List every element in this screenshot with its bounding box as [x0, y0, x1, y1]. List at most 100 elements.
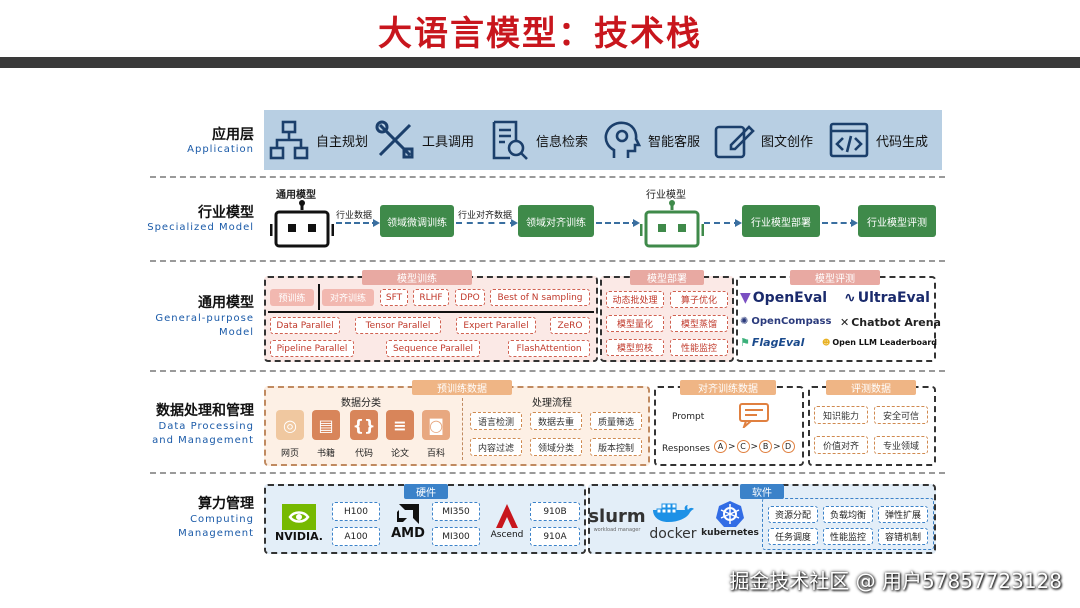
edit-icon: [714, 125, 755, 159]
align-data-panel: [654, 386, 804, 466]
sw-item: 任务调度: [768, 528, 818, 545]
amd-logo: AMD: [386, 502, 430, 548]
amd-arrow-icon: [397, 504, 419, 524]
kubernetes-logo: kubernetes: [701, 500, 759, 538]
prompt-label: Prompt: [672, 412, 705, 422]
chatbot-arena-text: Chatbot Arena: [851, 316, 941, 329]
document-search-icon: [492, 120, 528, 160]
layer-label-general-en1: General-purpose: [155, 313, 254, 324]
sft-chip: SFT: [380, 289, 408, 306]
separator: [150, 176, 945, 178]
layer-label-general: 通用模型: [198, 295, 254, 311]
process-item: 质量筛选: [590, 412, 642, 430]
rank-item: C: [736, 440, 750, 453]
open-llm-leaderboard-text: Open LLM Leaderboard: [832, 338, 938, 347]
align-chip: 对齐训练: [322, 289, 374, 306]
deploy-item: 模型蒸馏: [670, 315, 728, 332]
layer-label-compute-en1: Computing: [190, 514, 254, 525]
separator: [150, 370, 945, 372]
app-label: 智能客服: [648, 134, 701, 150]
code-file-icon: {}: [350, 410, 378, 440]
flow-arrow: [704, 219, 742, 227]
process-item: 领域分类: [530, 438, 582, 456]
pipeline-parallel-chip: Pipeline Parallel: [270, 340, 354, 357]
process-item: 版本控制: [590, 438, 642, 456]
category-label: 百科: [426, 449, 445, 459]
slurm-sub-text: workload manager: [593, 527, 641, 533]
layer-label-data-en2: and Management: [152, 435, 254, 446]
eval-data-title: 评测数据: [826, 380, 916, 395]
classify-title: 数据分类: [341, 398, 381, 409]
flow-arrow: [596, 219, 640, 227]
nvidia-text: NVIDIA.: [275, 530, 323, 543]
industry-align-data-label: 行业对齐数据: [458, 211, 513, 221]
docker-text: docker: [649, 526, 697, 542]
flageval-text: FlagEval: [751, 336, 805, 349]
npu-chip: 910A: [530, 527, 580, 546]
ascend-icon: [496, 504, 518, 528]
align-data-title: 对齐训练数据: [680, 380, 776, 395]
docker-whale-icon: [653, 503, 694, 522]
app-label: 工具调用: [422, 134, 475, 150]
ranking: A > C > B > D: [714, 440, 795, 453]
process-item: 语言检测: [470, 412, 522, 430]
process-item: 数据去重: [530, 412, 582, 430]
slurm-logo: slurm workload manager: [588, 506, 645, 533]
flash-attention-chip: FlashAttention: [508, 340, 590, 357]
eval-data-item: 专业领域: [874, 436, 928, 454]
deploy-item: 动态批处理: [606, 291, 664, 308]
deploy-title: 模型部署: [630, 270, 704, 285]
sw-item: 资源分配: [768, 506, 818, 523]
industry-data-label: 行业数据: [336, 211, 373, 221]
eval-data-panel: [808, 386, 936, 466]
application-band: [264, 110, 942, 170]
layer-label-compute-en2: Management: [178, 528, 254, 539]
ascend-logo: Ascend: [486, 502, 528, 548]
layer-label-application: 应用层: [212, 127, 254, 143]
code-icon: [829, 122, 869, 158]
eval-data-item: 知识能力: [814, 406, 868, 424]
book-icon: ▤: [312, 410, 340, 440]
docker-logo: docker: [646, 500, 700, 542]
sequence-parallel-chip: Sequence Parallel: [386, 340, 480, 357]
tools-icon: [375, 120, 414, 159]
layer-label-compute: 算力管理: [198, 496, 254, 512]
domain-align-box: 领域对齐训练: [518, 205, 594, 237]
pretrain-data-title: 预训练数据: [412, 380, 512, 395]
opencompass-text: OpenCompass: [751, 316, 832, 327]
tensor-parallel-chip: Tensor Parallel: [355, 317, 441, 334]
divider: [462, 398, 463, 460]
sw-item: 负载均衡: [823, 506, 873, 523]
layer-label-data-en1: Data Processing: [158, 421, 254, 432]
nvidia-eye-icon: [282, 504, 316, 530]
robot-icon: [270, 200, 334, 248]
app-label: 图文创作: [761, 134, 814, 150]
sw-item: 性能监控: [823, 528, 873, 545]
app-label: 信息检索: [536, 134, 589, 150]
process-item: 内容过滤: [470, 438, 522, 456]
training-title: 模型训练: [362, 270, 472, 285]
category-label: 网页: [280, 449, 299, 459]
app-item-create: 图文创作: [713, 116, 813, 164]
watermark: 掘金技术社区 @ 用户57857723128: [729, 569, 1062, 593]
rank-item: A: [714, 440, 727, 453]
eval-data-item: 安全可信: [874, 406, 928, 424]
sw-item: 弹性扩展: [878, 506, 928, 523]
chat-bubble-icon: [739, 403, 769, 428]
rlhf-chip: RLHF: [413, 289, 449, 306]
paper-icon: ≡: [386, 410, 414, 440]
deploy-item: 算子优化: [670, 291, 728, 308]
app-item-service: 智能客服: [600, 116, 700, 164]
rank-item: D: [781, 440, 795, 453]
flageval-logo: ⚑FlagEval: [740, 336, 805, 349]
kubernetes-text: kubernetes: [701, 528, 759, 538]
amd-text: AMD: [391, 526, 425, 541]
opencompass-logo: ✺OpenCompass: [740, 316, 832, 327]
general-model-label: 通用模型: [276, 190, 316, 201]
divider: [318, 284, 320, 310]
hierarchy-icon: [269, 120, 309, 160]
deploy-item: 模型剪枝: [606, 339, 664, 356]
app-item-tools: 工具调用: [374, 116, 474, 164]
rank-sep: >: [773, 441, 781, 452]
page-title: 大语言模型：技术栈: [378, 14, 702, 54]
